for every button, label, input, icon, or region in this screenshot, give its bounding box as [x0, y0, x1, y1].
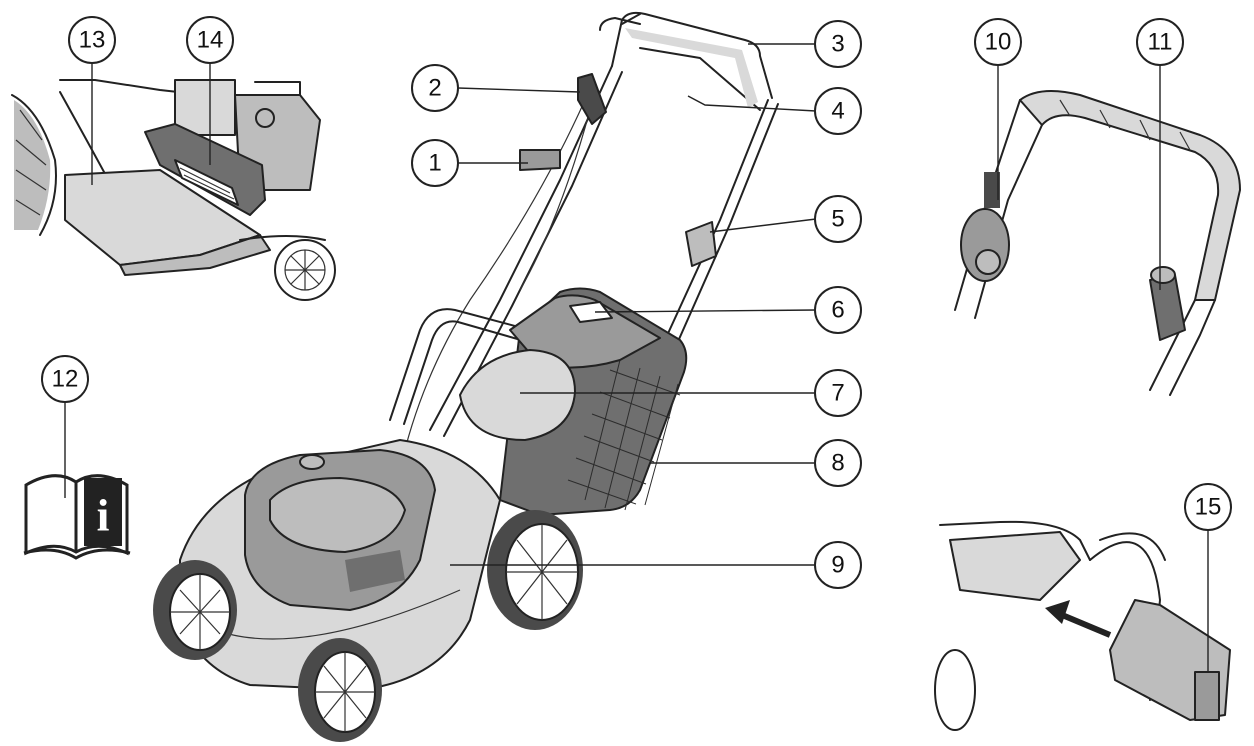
svg-text:12: 12: [52, 366, 79, 393]
inset-mulch-plug-detail: [934, 520, 1231, 731]
svg-text:14: 14: [197, 27, 224, 54]
svg-text:15: 15: [1195, 494, 1222, 521]
callout-11: 11: [1136, 18, 1184, 66]
svg-text:7: 7: [831, 380, 844, 407]
lawn-mower-illustration: [153, 11, 779, 742]
callout-10: 10: [974, 18, 1022, 66]
callout-7: 7: [814, 369, 862, 417]
callout-15: 15: [1184, 483, 1232, 531]
callout-8: 8: [814, 439, 862, 487]
callout-5: 5: [814, 195, 862, 243]
callout-9: 9: [814, 541, 862, 589]
callout-12: 12: [41, 355, 89, 403]
svg-text:3: 3: [831, 31, 844, 58]
svg-text:2: 2: [428, 75, 441, 102]
callout-4: 4: [814, 87, 862, 135]
inset-handle-detail: [954, 90, 1241, 396]
manual-book-icon: i: [23, 474, 131, 560]
callout-13: 13: [68, 16, 116, 64]
leader-lines: [64, 43, 1209, 672]
inset-grass-box-detail: [11, 79, 336, 301]
callout-1: 1: [411, 139, 459, 187]
svg-text:11: 11: [1148, 29, 1173, 56]
svg-text:5: 5: [831, 206, 844, 233]
svg-text:6: 6: [831, 297, 844, 324]
svg-text:4: 4: [831, 98, 844, 125]
svg-text:9: 9: [831, 552, 844, 579]
svg-text:13: 13: [79, 27, 106, 54]
callout-14: 14: [186, 16, 234, 64]
callout-2: 2: [411, 64, 459, 112]
svg-text:8: 8: [831, 450, 844, 477]
svg-text:10: 10: [985, 29, 1012, 56]
info-glyph: i: [97, 490, 110, 541]
svg-text:1: 1: [428, 150, 441, 177]
callout-6: 6: [814, 286, 862, 334]
callout-3: 3: [814, 20, 862, 68]
